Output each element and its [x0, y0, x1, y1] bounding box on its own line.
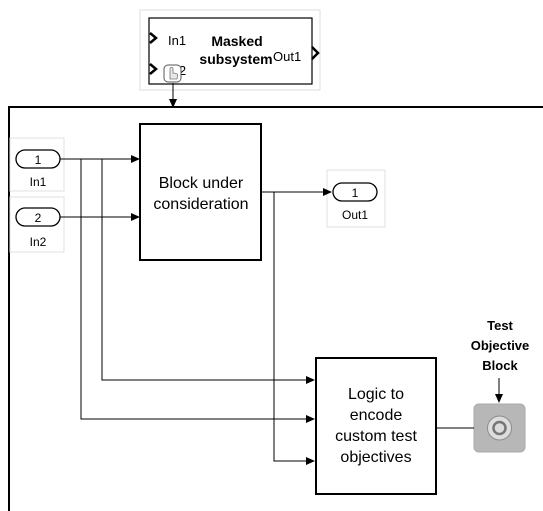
- signal-in2-to-logic: [80, 159, 315, 423]
- block-under-consideration-line1: Block under: [159, 175, 244, 192]
- subsystem-canvas-border: [8, 106, 543, 511]
- inport-in2-block[interactable]: 2 In2: [9, 196, 65, 253]
- logic-block-line1: Logic to: [348, 386, 404, 403]
- signal-block-to-logic: [273, 192, 315, 465]
- masked-in1-label: In1: [168, 33, 186, 48]
- inport-in1-label: In1: [30, 175, 47, 189]
- masked-subsystem-title-line1: Masked: [211, 33, 262, 49]
- block-under-consideration-line2: consideration: [153, 196, 248, 213]
- logic-block[interactable]: Logic to encode custom test objectives: [315, 357, 437, 495]
- masked-out1-label: Out1: [273, 49, 301, 64]
- block-under-consideration[interactable]: Block under consideration: [139, 123, 262, 261]
- logic-block-line4: objectives: [340, 449, 411, 466]
- out1-port-chevron-icon: [311, 46, 320, 60]
- outport-out1-block[interactable]: 1 Out1: [326, 169, 386, 228]
- test-objective-icon: [487, 415, 512, 441]
- outport-out1-number: 1: [352, 186, 359, 200]
- test-objective-caption: Test Objective Block: [471, 318, 530, 373]
- inport-in1-block[interactable]: 1 In1: [9, 137, 65, 192]
- in2-port-chevron-icon: [149, 63, 158, 75]
- inport-in2-label: In2: [30, 235, 47, 249]
- test-objective-block[interactable]: [473, 403, 526, 453]
- inport-in1-number: 1: [35, 153, 42, 167]
- logic-block-line2: encode: [350, 407, 403, 424]
- test-objective-caption-line1: Test: [487, 318, 513, 333]
- signal-in1-to-logic: [101, 159, 315, 384]
- logic-block-line3: custom test: [335, 428, 417, 445]
- inport-in2-number: 2: [35, 211, 42, 225]
- test-objective-caption-line2: Objective: [471, 338, 530, 353]
- mouse-pointer-icon: [163, 64, 182, 83]
- outport-out1-label: Out1: [342, 208, 368, 222]
- in1-port-chevron-icon: [149, 32, 158, 44]
- masked-subsystem-block[interactable]: In1 In2 Out1 Masked subsystem: [139, 9, 321, 91]
- test-objective-caption-line3: Block: [482, 358, 518, 373]
- masked-subsystem-title-line2: subsystem: [199, 51, 272, 67]
